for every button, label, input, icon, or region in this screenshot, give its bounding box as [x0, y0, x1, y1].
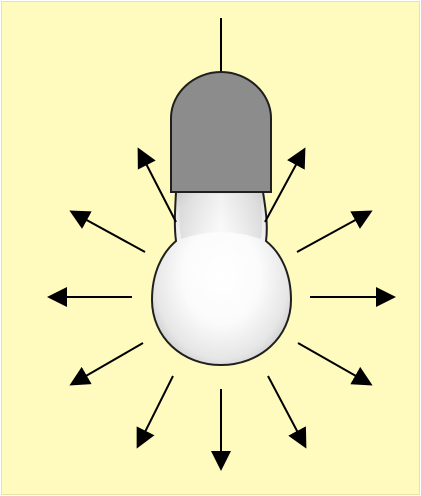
light-bulb-icon [152, 72, 291, 365]
ray-right-lower [298, 343, 370, 384]
ray-down-right [268, 376, 305, 446]
ray-down-left [138, 376, 173, 446]
ray-left-upper [72, 212, 145, 252]
bulb-cap [171, 72, 271, 192]
ray-left-lower [72, 343, 143, 384]
ray-right-upper [297, 212, 370, 252]
